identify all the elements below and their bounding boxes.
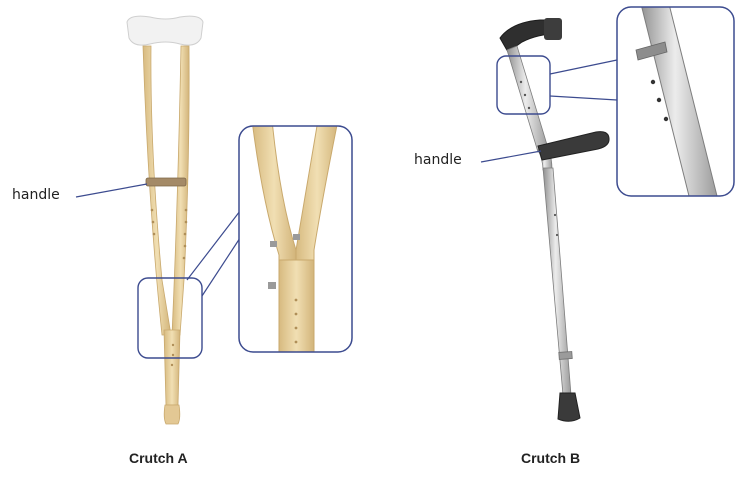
crutch-a: [76, 16, 352, 424]
crutch-a-zoom-view: [239, 120, 352, 360]
crutch-b-handle: [538, 132, 609, 160]
crutch-b-caption: Crutch B: [521, 450, 580, 466]
crutch-b-callout-line-upper: [550, 60, 617, 74]
crutch-a-handle-pointer: [76, 184, 147, 197]
crutch-b: [481, 0, 734, 421]
crutch-a-left-upright: [143, 46, 171, 335]
crutch-b-callout-line-lower: [550, 96, 617, 100]
crutch-b-lower-shaft: [543, 168, 571, 395]
crutch-a-right-upright: [172, 46, 189, 335]
crutch-b-rubber-tip: [558, 393, 580, 421]
crutch-a-callout-line-upper: [187, 211, 240, 280]
crutch-b-handle-pointer: [481, 151, 541, 162]
crutch-b-upper-shaft: [507, 46, 548, 152]
crutch-a-lower-shaft: [164, 330, 180, 405]
crutch-a-caption: Crutch A: [129, 450, 188, 466]
crutch-a-handle: [146, 178, 186, 186]
crutch-a-tip: [164, 405, 180, 424]
crutch-a-handle-label: handle: [12, 187, 60, 203]
crutch-b-handle-label: handle: [414, 152, 462, 168]
crutch-b-adjust-collar: [559, 352, 572, 360]
crutch-a-underarm-pad: [127, 16, 203, 45]
crutch-a-callout-line-lower: [202, 238, 240, 296]
crutch-b-zoom-view: [617, 0, 734, 200]
crutch-b-cuff-clip: [544, 18, 562, 40]
